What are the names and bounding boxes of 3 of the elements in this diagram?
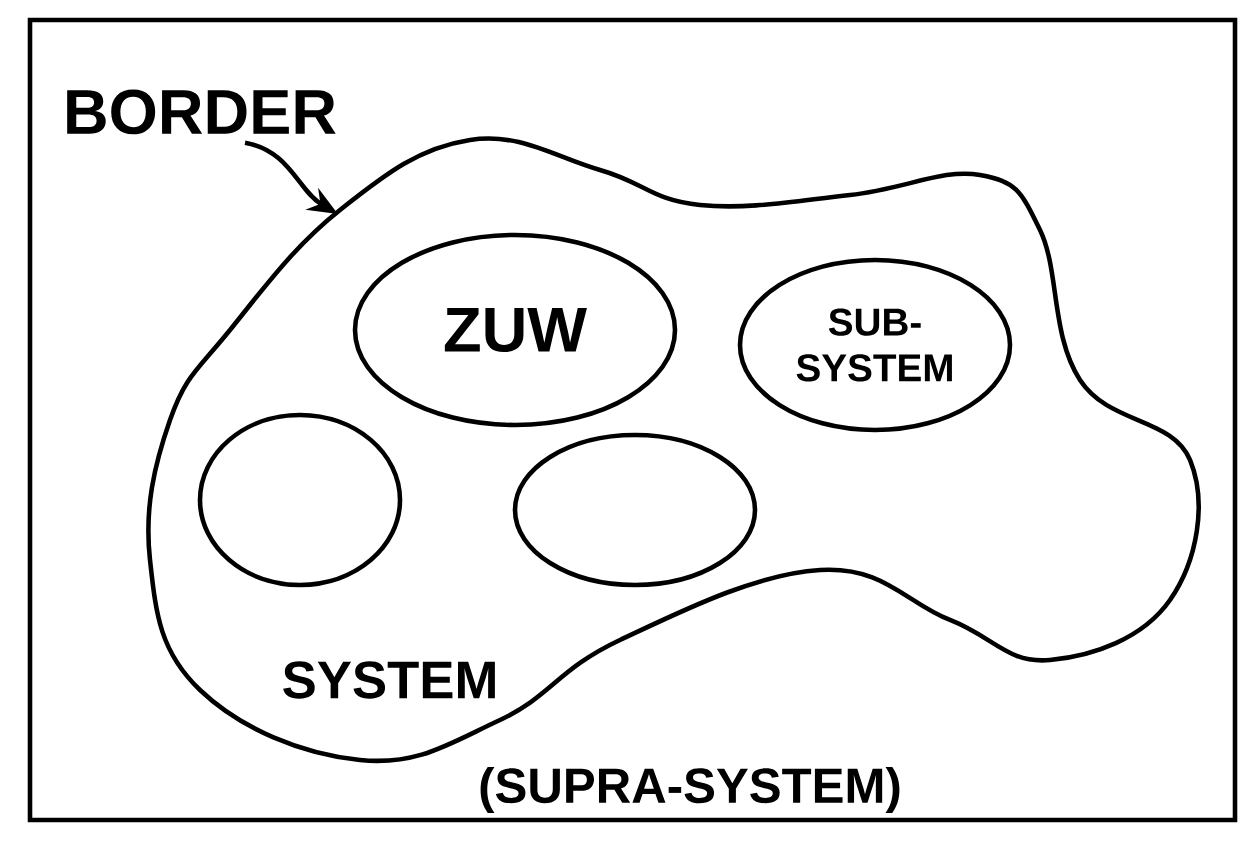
empty-circle — [512, 432, 758, 588]
border-label: BORDER — [67, 89, 336, 135]
empty-circle — [197, 412, 403, 588]
